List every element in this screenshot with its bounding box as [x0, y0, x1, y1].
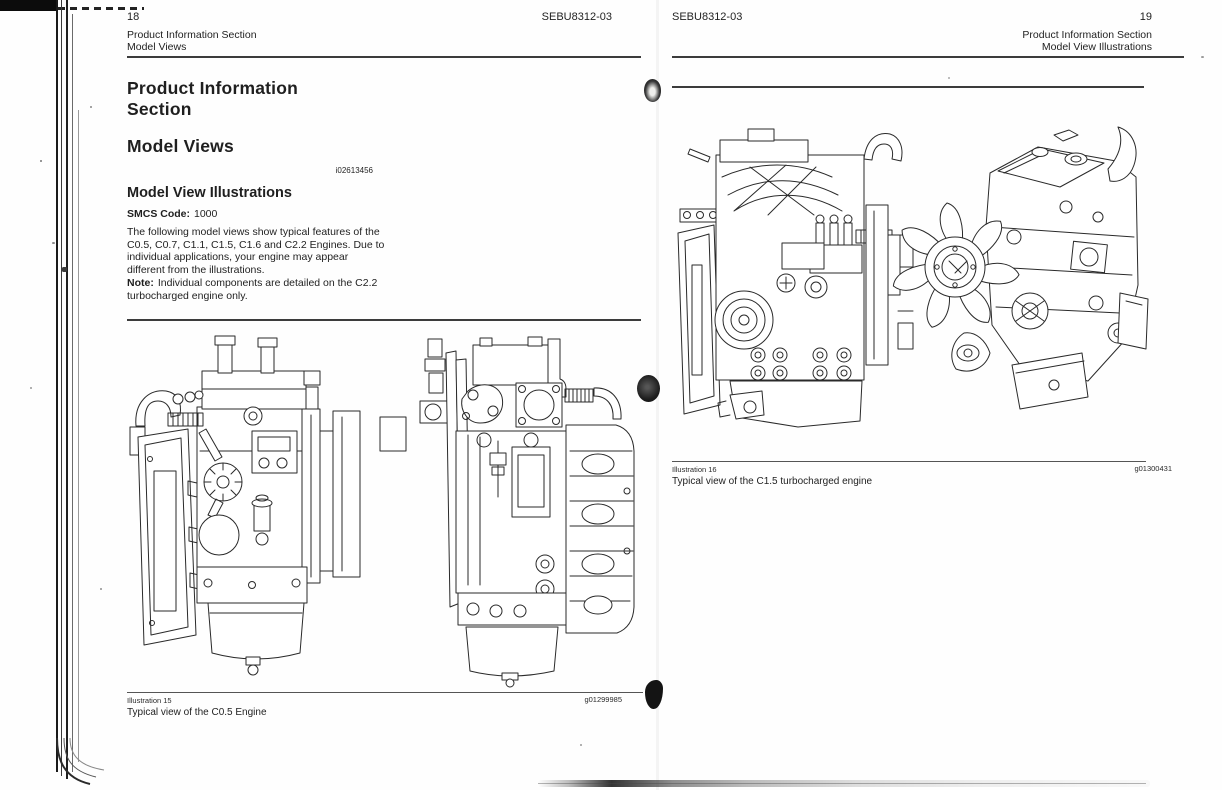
scan-artifact-spine-line-1 — [56, 0, 58, 772]
scan-artifact-top-dashes — [58, 7, 144, 10]
doc-code-left: SEBU8312-03 — [541, 11, 612, 23]
intro-paragraph: The following model views show typical f… — [127, 226, 385, 276]
scan-artifact-binder-mark-top — [644, 79, 661, 102]
illustration-caption-left: Typical view of the C0.5 Engine — [127, 707, 267, 718]
scan-artifact-spine-line-4 — [72, 14, 73, 772]
note-label: Note: — [127, 277, 154, 289]
note-paragraph: Note:Individual components are detailed … — [127, 277, 385, 302]
page-number-right: 19 — [1139, 11, 1152, 23]
cooling-fan — [892, 202, 1020, 328]
scan-speck — [40, 160, 42, 162]
caption-rule-right — [672, 461, 1146, 462]
chapter-heading: Model Views — [127, 136, 234, 156]
figure-top-rule-right — [672, 86, 1144, 88]
illustration-caption-right: Typical view of the C1.5 turbocharged en… — [672, 476, 873, 487]
running-header-right-1: Product Information Section — [1022, 29, 1152, 41]
smcs-code-line: SMCS Code: 1000 — [127, 208, 217, 221]
engine-c05-left-view — [129, 335, 361, 676]
illustration-code-right: g01300431 — [1134, 464, 1172, 473]
illustration-code-left: g01299985 — [584, 695, 622, 704]
smcs-code-value: 1000 — [194, 208, 218, 220]
engine-c15-perspective-view — [892, 126, 1149, 410]
scan-speck — [948, 77, 950, 79]
scan-speck — [580, 744, 582, 746]
engine-c05-right-view — [379, 336, 635, 688]
illustration-label-left: Illustration 15 — [127, 696, 172, 705]
scan-artifact-bottom-line — [538, 783, 1146, 784]
scan-artifact-spine-line-3 — [66, 0, 68, 779]
running-header-left-1: Product Information Section — [127, 29, 257, 41]
scan-artifact-bottom-smudge — [538, 780, 1150, 787]
engine-c15-side-view — [677, 128, 903, 428]
article-heading: Model View Illustrations — [127, 185, 292, 201]
scan-speck — [1201, 56, 1204, 58]
doc-code-right: SEBU8312-03 — [672, 11, 743, 23]
scan-speck — [100, 588, 102, 590]
page-number-left: 18 — [127, 11, 140, 23]
caption-rule-left — [127, 692, 643, 693]
section-heading: Product Information Section — [127, 78, 299, 119]
scan-speck — [52, 242, 55, 244]
header-rule-right — [672, 56, 1184, 58]
note-text: Individual components are detailed on th… — [127, 277, 378, 302]
illustration-label-right: Illustration 16 — [672, 465, 717, 474]
scan-artifact-spine-curl — [56, 738, 105, 785]
scan-artifact-binder-mark-bottom — [645, 680, 663, 709]
smcs-code-label: SMCS Code: — [127, 208, 190, 220]
article-code: i02613456 — [335, 166, 373, 175]
scan-artifact-top-bar — [0, 0, 58, 11]
header-rule-left — [127, 56, 641, 58]
scan-artifact-spine-line-2 — [61, 0, 62, 776]
scan-speck — [90, 106, 92, 108]
scan-speck — [30, 387, 32, 389]
running-header-left-2: Model Views — [127, 41, 187, 53]
scan-artifact-binder-mark-middle — [637, 375, 660, 402]
scan-speck — [62, 267, 67, 272]
scan-artifact-spine-line-5 — [78, 110, 79, 762]
figure-top-rule-left — [127, 319, 641, 321]
engine-illustration-c15 — [677, 126, 1149, 428]
running-header-right-2: Model View Illustrations — [1041, 41, 1152, 53]
engine-illustration-c05 — [129, 335, 635, 688]
